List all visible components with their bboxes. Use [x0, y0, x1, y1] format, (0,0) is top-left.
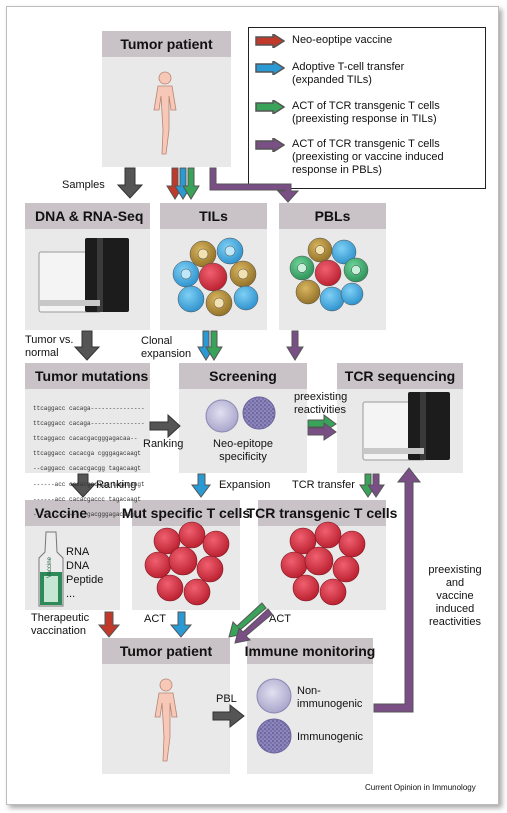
legend-label: Adoptive T-cell transfer (expanded TILs)	[292, 61, 405, 86]
label-act-left: ACT	[144, 613, 166, 625]
label-non-immunogenic: Non- immunogenic	[297, 685, 363, 710]
label-preexisting-reactivities: preexisting reactivities	[294, 391, 348, 416]
label-samples: Samples	[62, 179, 105, 191]
panel-title: Tumor mutations	[25, 363, 150, 389]
label-immunogenic: Immunogenic	[297, 731, 364, 743]
til-cell-cluster	[172, 237, 259, 317]
human-figure-top-icon	[153, 71, 177, 155]
sequence-line: ------acc cacacgacggg tagacaagt	[33, 480, 145, 488]
gray-arrow	[73, 330, 101, 361]
gray-arrow	[149, 413, 181, 439]
green-arrow-icon	[255, 100, 285, 114]
petri-dish-icon	[242, 396, 276, 430]
label-tumor-vs-normal: Tumor vs. normal	[25, 334, 74, 359]
label-therapeutic-vaccination: Therapeutic vaccination	[31, 612, 90, 637]
tcr-transgenic-cell-cluster	[280, 521, 366, 606]
legend-label: ACT of TCR transgenic T cells (preexisti…	[292, 100, 440, 125]
legend-item-act-tcr-tils: ACT of TCR transgenic T cells (preexisti…	[255, 100, 440, 126]
sequence-alignment: ttcaggacc cacaga--------------- ttcaggac…	[33, 397, 145, 526]
red-arrow-icon	[255, 34, 285, 48]
blue-arrow	[191, 473, 211, 498]
legend-item-act-tils: Adoptive T-cell transfer (expanded TILs)	[255, 61, 404, 87]
blue-arrow-icon	[255, 61, 285, 75]
label-credit: Current Opinion in Immunology	[365, 783, 476, 792]
panel-title: PBLs	[279, 203, 386, 229]
purple-arrow	[367, 473, 385, 498]
purple-arrow	[286, 330, 304, 361]
purple-arrow	[234, 608, 273, 644]
petri-dish-icon	[205, 399, 239, 433]
purple-arrow	[307, 422, 337, 441]
green-arrow	[182, 167, 200, 200]
sequencer-machine-icon	[362, 392, 450, 461]
label-ranking-down: Ranking	[96, 479, 137, 491]
legend-item-act-tcr-pbls: ACT of TCR transgenic T cells (preexisti…	[255, 138, 444, 177]
sequence-line: ttcaggacc cacacga cgggagacaagt	[33, 450, 142, 458]
sequence-line: ttcaggacc cacacgacgggagacaa--	[33, 434, 138, 442]
label-vial: Vaccine	[47, 557, 53, 578]
purple-arrow-icon	[255, 138, 285, 152]
sequencer-machine-icon	[38, 238, 129, 313]
human-figure-bottom-icon	[154, 678, 178, 762]
blue-arrow	[169, 611, 193, 638]
label-preexisting-vaccine-induced: preexisting and vaccine induced reactivi…	[428, 564, 482, 628]
label-tcr-transfer: TCR transfer	[292, 479, 355, 491]
label-clonal-expansion: Clonal expansion	[141, 335, 192, 360]
label-ranking-right: Ranking	[143, 438, 184, 450]
panel-title: TCR transgenic T cells	[247, 500, 397, 526]
panel-title: Tumor patient	[102, 638, 230, 664]
panel-title: Tumor patient	[102, 31, 231, 57]
gray-arrow	[212, 703, 245, 729]
label-pbl: PBL	[216, 693, 237, 705]
sequence-line: ttcaggacc cacaga---------------	[33, 419, 145, 427]
gray-arrow	[69, 473, 97, 498]
panel-immune-monitoring: Immune monitoring	[245, 638, 375, 774]
legend-item-vaccine: Neo-eoptipe vaccine	[255, 34, 392, 48]
panel-screening: Screening	[179, 363, 307, 473]
gray-arrow	[116, 167, 144, 199]
immunogenic-dish-icon	[256, 718, 292, 754]
sequence-line: --caggacc cacacgacgg tagacaagt	[33, 465, 142, 473]
legend-label: ACT of TCR transgenic T cells (preexisti…	[292, 138, 444, 176]
sequence-line: ------acc cacacgaccc tagacaagt	[33, 495, 142, 503]
red-arrow	[97, 611, 121, 638]
panel-title: Immune monitoring	[245, 638, 375, 664]
panel-title: DNA & RNA-Seq	[25, 203, 150, 229]
label-expansion: Expansion	[219, 479, 271, 491]
legend-label: Neo-eoptipe vaccine	[292, 34, 393, 46]
mut-specific-cell-cluster	[144, 521, 230, 606]
sequence-line: ttcaggacc cacaga---------------	[33, 404, 145, 412]
vaccine-vial-icon	[38, 531, 64, 607]
sequence-line: ---------------gacgggagacaagt	[33, 510, 138, 518]
green-arrow	[205, 330, 223, 361]
panel-title: Vaccine	[25, 500, 120, 526]
label-act-right: ACT	[269, 613, 291, 625]
label-vaccine-types: RNA DNA Peptide ...	[66, 546, 104, 600]
non-immunogenic-dish-icon	[256, 678, 292, 714]
label-neo-epitope: Neo-epitope specificity	[213, 438, 273, 463]
panel-title: Screening	[179, 363, 307, 389]
panel-title: Mut specific T cells	[122, 500, 250, 526]
legend: Neo-eoptipe vaccine Adoptive T-cell tran…	[248, 27, 486, 189]
panel-title: TILs	[160, 203, 267, 229]
pbl-cell-cluster	[289, 237, 369, 312]
purple-feedback-arrow	[373, 467, 422, 713]
purple-arrow	[209, 167, 300, 203]
panel-title: TCR sequencing	[337, 363, 463, 389]
panel-tumor-mutations: Tumor mutations	[25, 363, 150, 473]
